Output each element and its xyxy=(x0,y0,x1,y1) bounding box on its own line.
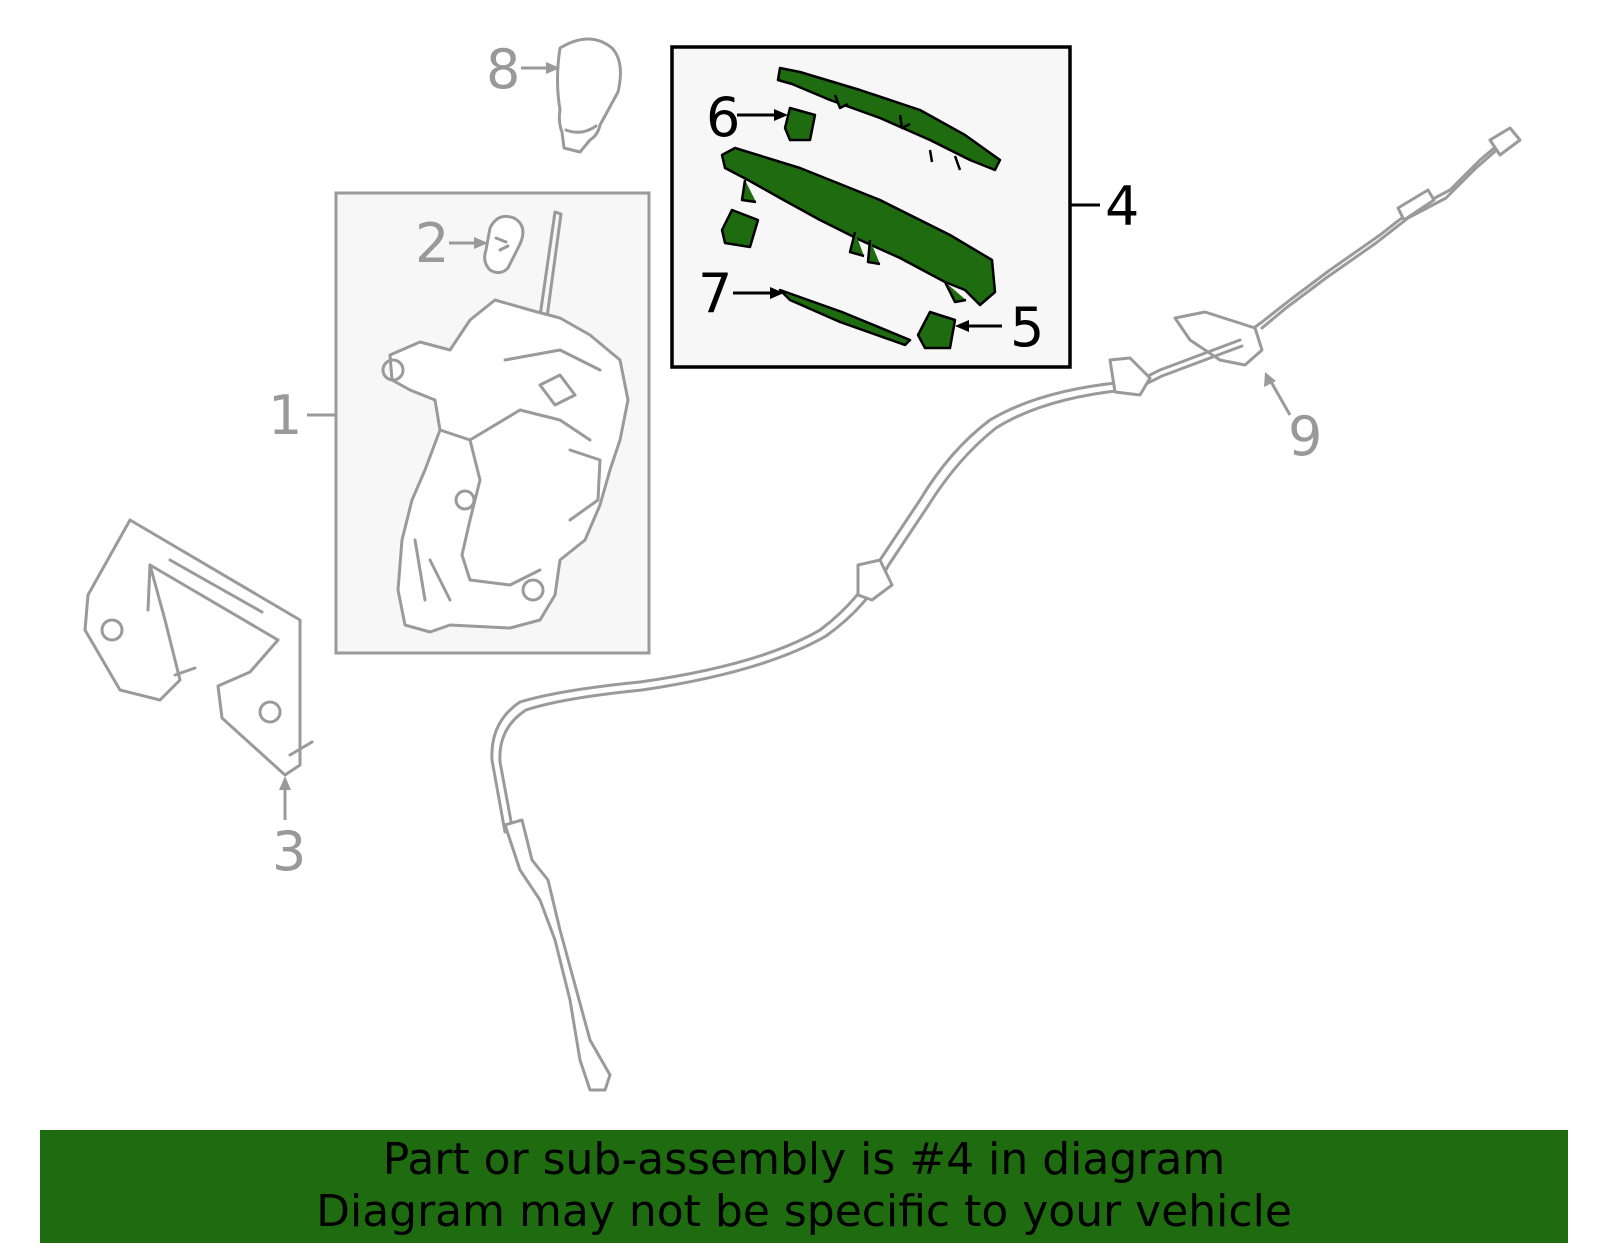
callout-4: 4 xyxy=(1105,175,1139,238)
clip-part-5-drawing[interactable] xyxy=(916,310,957,350)
bracket-drawing[interactable] xyxy=(83,518,314,777)
trim-bezel-drawing[interactable] xyxy=(720,146,997,307)
strip-part-7-drawing[interactable] xyxy=(778,288,912,347)
callout-3: 3 xyxy=(272,820,306,883)
shift-knob-drawing[interactable] xyxy=(556,37,622,154)
shift-cable-drawing[interactable] xyxy=(490,126,1522,1092)
trim-upper-rail-drawing[interactable] xyxy=(776,66,1002,172)
info-banner: Part or sub-assembly is #4 in diagram Di… xyxy=(40,1130,1568,1243)
callout-6: 6 xyxy=(706,86,740,149)
callout-7: 7 xyxy=(698,262,732,325)
shifter-mechanism-drawing[interactable] xyxy=(381,210,630,634)
callout-9: 9 xyxy=(1288,405,1322,468)
clip-part-5-lower-left-drawing[interactable] xyxy=(720,208,760,249)
callout-2: 2 xyxy=(415,212,449,275)
callout-8: 8 xyxy=(486,38,520,101)
clip-part-6-drawing[interactable] xyxy=(783,106,817,142)
callout-1: 1 xyxy=(268,384,302,447)
banner-line-1: Part or sub-assembly is #4 in diagram xyxy=(382,1134,1226,1185)
banner-line-2: Diagram may not be specific to your vehi… xyxy=(316,1186,1292,1237)
bulb-drawing[interactable] xyxy=(483,214,525,275)
callout-5: 5 xyxy=(1010,296,1044,359)
